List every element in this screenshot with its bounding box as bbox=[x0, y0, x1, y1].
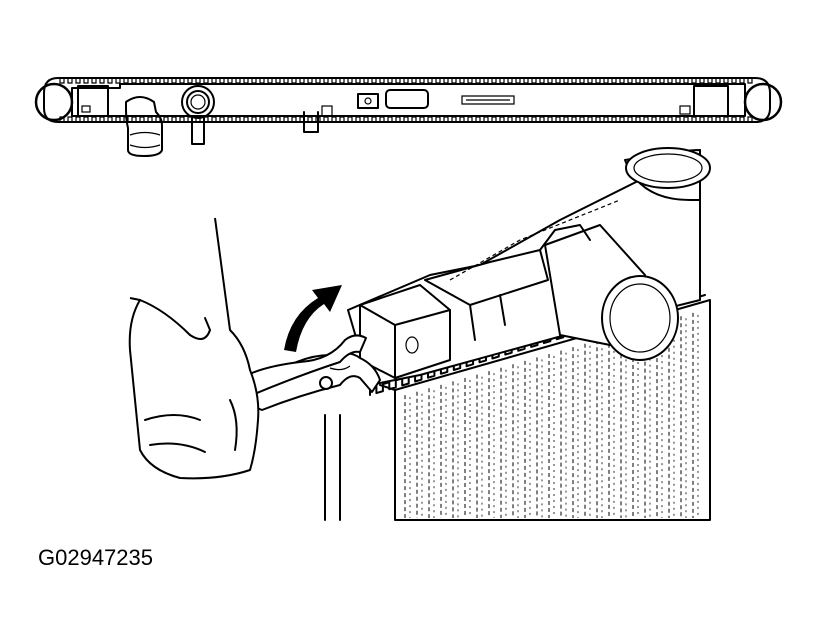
curved-arrow-icon bbox=[284, 285, 342, 352]
radiator-core-illustration bbox=[347, 147, 711, 521]
left-callout-circle bbox=[34, 82, 74, 122]
tank-tabs-bottom bbox=[59, 116, 753, 121]
water-pump-pliers-icon bbox=[231, 334, 381, 411]
tank-tabs-top bbox=[59, 79, 753, 84]
right-callout-circle bbox=[743, 82, 783, 122]
figure-code: G02947235 bbox=[38, 545, 153, 570]
radiator-upper-tank-overview bbox=[34, 77, 783, 157]
hand-illustration bbox=[128, 217, 341, 521]
radiator-core-fins bbox=[404, 312, 699, 518]
filler-neck bbox=[181, 85, 215, 145]
outlet-cylinder bbox=[544, 224, 679, 361]
filler-pipe bbox=[624, 147, 711, 201]
outlet-pipe bbox=[125, 96, 163, 157]
tank-boss bbox=[359, 224, 591, 379]
